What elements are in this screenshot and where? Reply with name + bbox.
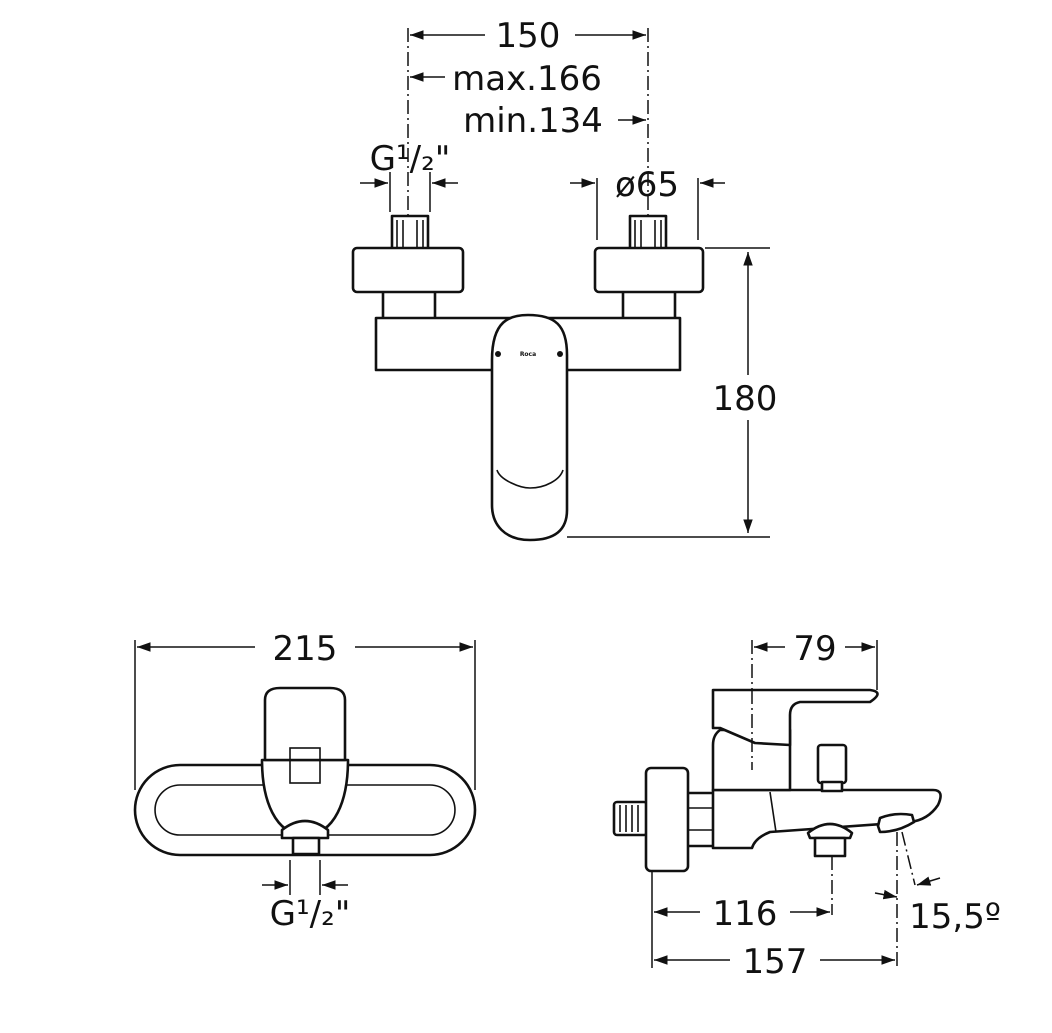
diverter-knob [816, 743, 848, 785]
front-view: 215 G¹/₂" [133, 629, 477, 934]
dim-215-label: 215 [273, 629, 338, 669]
side-view: 79 116 15,5º 157 [612, 629, 1001, 982]
side-spout [711, 788, 942, 850]
thread-label-top: G¹/₂" [370, 139, 451, 179]
diameter-label: ø65 [615, 165, 679, 205]
dim-157-label: 157 [743, 942, 808, 982]
dim-180-label: 180 [713, 379, 778, 419]
thread-right [628, 214, 668, 252]
roca-logo: Roca [520, 351, 536, 358]
dim-max-label: max.166 [452, 59, 602, 99]
escutcheon-right [593, 246, 705, 294]
side-escutcheon [644, 766, 690, 873]
dim-116-label: 116 [713, 894, 778, 934]
top-view: 150 max.166 min.134 G¹/₂" ø65 Roca [351, 16, 778, 542]
dim-150-label: 150 [496, 16, 561, 56]
thread-left [390, 214, 430, 252]
thread-label-front: G¹/₂" [270, 894, 351, 934]
dim-min-label: min.134 [463, 101, 603, 141]
escutcheon-left [351, 246, 465, 294]
lever-handle [490, 313, 569, 542]
angle-label: 15,5º [909, 897, 1001, 937]
side-inlet-thread [612, 800, 649, 837]
side-handle [711, 688, 879, 747]
front-handle [263, 686, 347, 762]
side-outlet-thread [813, 836, 847, 858]
dim-79-label: 79 [793, 629, 836, 669]
front-outlet-thread [291, 836, 321, 856]
connector-right [621, 288, 677, 322]
connector-left [381, 288, 437, 322]
